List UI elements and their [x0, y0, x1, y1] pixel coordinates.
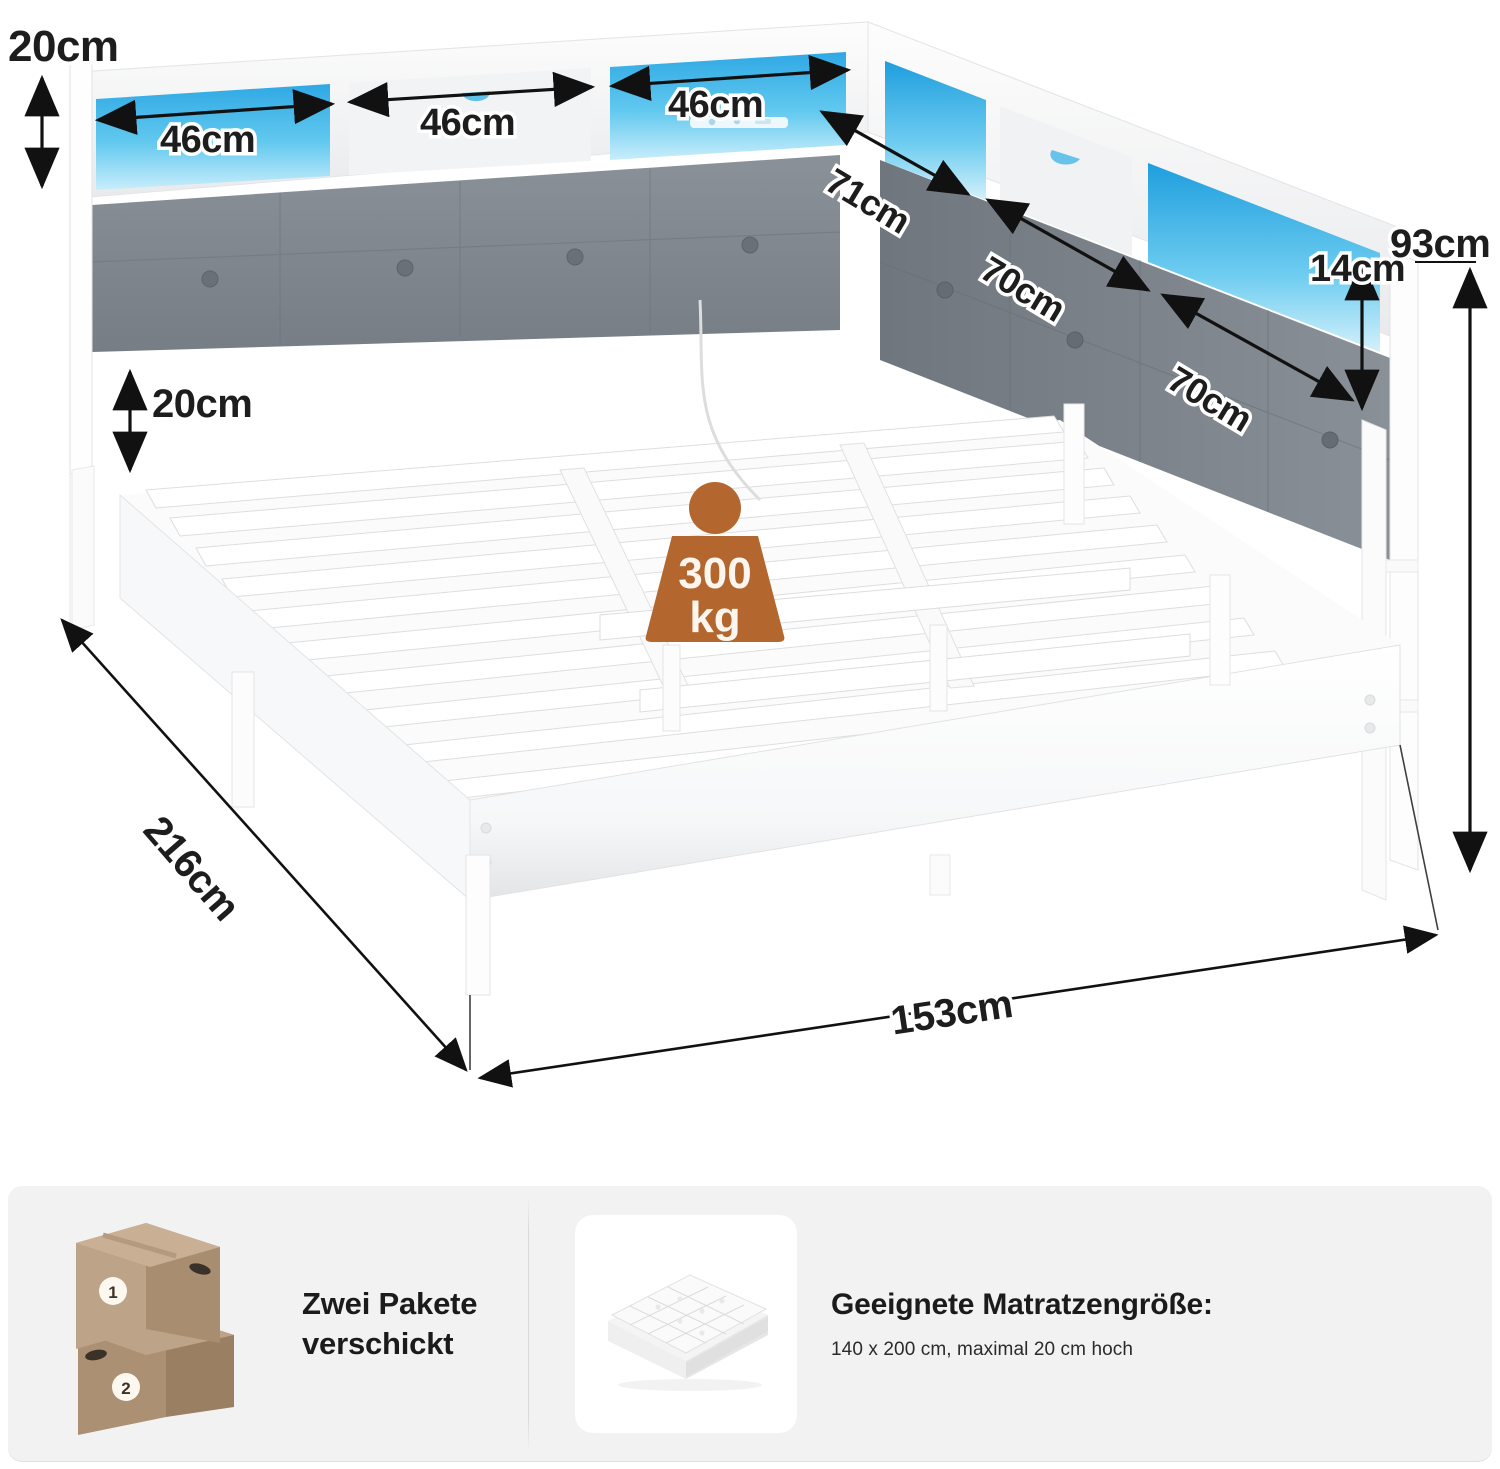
mattress-text: Geeignete Matratzengröße: 140 x 200 cm, … [831, 1286, 1213, 1360]
weight-amount: 300 [678, 549, 751, 598]
packages-text: Zwei Pakete verschickt [302, 1284, 477, 1363]
info-panel: 2 1 Zwei Pakete verschickt [8, 1186, 1492, 1461]
packages-title-line2: verschickt [302, 1325, 454, 1361]
bed-dimension-diagram: 20cm 20cm 46cm 46cm 46cm 46cm 46cm 46cm … [5, 19, 1494, 1088]
mattress-subtitle: 140 x 200 cm, maximal 20 cm hoch [831, 1338, 1134, 1360]
mattress-info-cell: Geeignete Matratzengröße: 140 x 200 cm, … [529, 1186, 1492, 1461]
packages-title-line1: Zwei Pakete [302, 1285, 478, 1321]
package-number-1: 1 [108, 1283, 117, 1302]
weight-unit: kg [689, 593, 740, 642]
weight-capacity-badge: 300 kg [640, 480, 790, 645]
package-boxes-illustration: 2 1 [48, 1209, 268, 1439]
package-number-2: 2 [121, 1379, 130, 1398]
weight-icon: 300 kg [645, 482, 785, 642]
mattress-title: Geeignete Matratzengröße: [831, 1288, 1213, 1322]
mattress-image-card [575, 1214, 797, 1433]
mattress-icon [608, 1273, 768, 1391]
packages-info-cell: 2 1 Zwei Pakete verschickt [8, 1186, 528, 1461]
panel-divider [528, 1196, 529, 1451]
